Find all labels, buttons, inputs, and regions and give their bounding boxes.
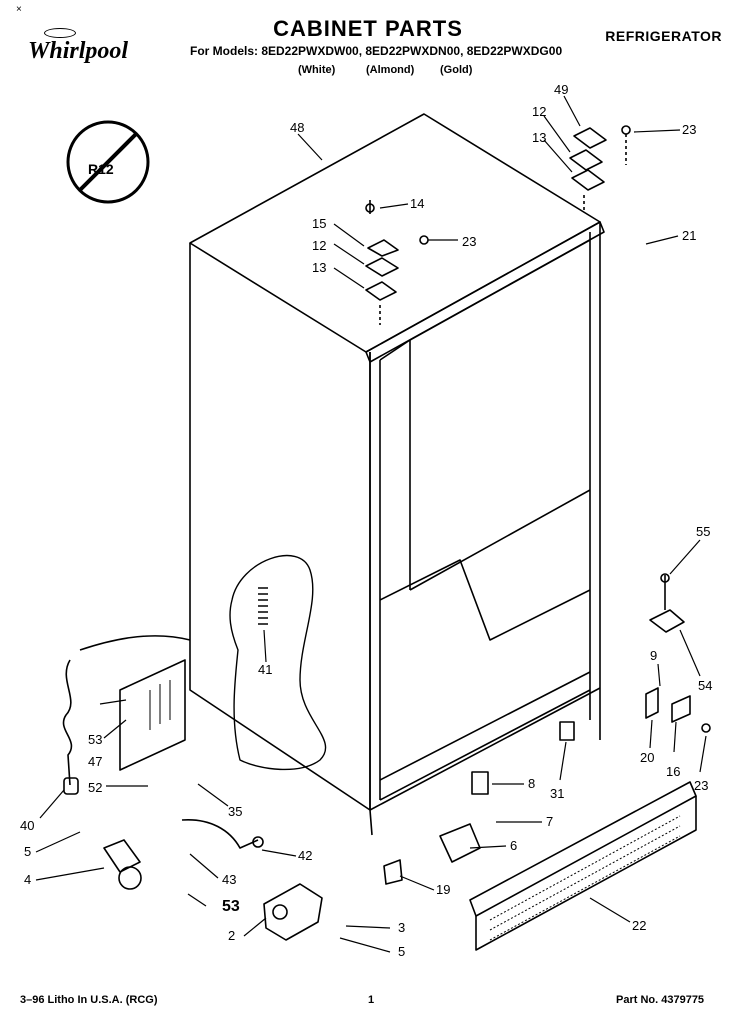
callout-12-left: 12 — [312, 238, 327, 253]
drain-tube-icon — [181, 819, 264, 849]
callout-23-top: 23 — [682, 122, 697, 137]
r12-text: R12 — [88, 161, 114, 177]
callout-47: 47 — [88, 754, 103, 769]
roller-bracket-icon — [263, 883, 323, 941]
callout-49: 49 — [554, 82, 569, 97]
model-list: For Models: 8ED22PWXDW00, 8ED22PWXDN00, … — [190, 44, 563, 58]
category-label: REFRIGERATOR — [605, 28, 722, 44]
r12-badge-icon — [66, 120, 150, 204]
corner-mark: × — [16, 4, 22, 15]
callout-48: 48 — [290, 120, 305, 135]
color-gold: (Gold) — [440, 64, 473, 76]
callout-13-right: 13 — [532, 130, 547, 145]
callout-5-left: 5 — [24, 844, 32, 859]
callout-35: 35 — [228, 804, 243, 819]
callout-19: 19 — [436, 882, 451, 897]
callout-41: 41 — [258, 662, 273, 677]
callout-9: 9 — [650, 648, 658, 663]
spring-icon — [258, 587, 268, 625]
callout-53-top: 53 — [88, 732, 103, 747]
callout-13-left: 13 — [312, 260, 327, 275]
litho-note: 3–96 Litho In U.S.A. (RCG) — [20, 994, 158, 1006]
callout-20: 20 — [640, 750, 655, 765]
callout-21: 21 — [682, 228, 697, 243]
callout-3: 3 — [398, 920, 406, 935]
page-number: 1 — [368, 994, 375, 1006]
callout-14: 14 — [410, 196, 425, 211]
electrical-box-icon — [119, 659, 186, 771]
callout-23-mid: 23 — [462, 234, 477, 249]
callout-16: 16 — [666, 764, 681, 779]
brand-emblem-icon — [44, 28, 76, 38]
callout-53-bottom: 53 — [222, 898, 240, 915]
callout-43: 43 — [222, 872, 237, 887]
hinge-bracket-icon — [645, 687, 711, 733]
callout-23-bottom: 23 — [694, 778, 709, 793]
callout-15: 15 — [312, 216, 327, 231]
callout-54: 54 — [698, 678, 713, 693]
top-hinge-left-icon — [365, 200, 429, 325]
color-white: (White) — [298, 64, 336, 76]
cabinet-shell — [189, 113, 605, 836]
roller-icon — [103, 839, 142, 890]
callout-31: 31 — [550, 786, 565, 801]
cabinet-parts-small-icon — [383, 721, 575, 885]
r12-label: R12 — [88, 161, 114, 177]
part-number: Part No. 4379775 — [616, 994, 705, 1006]
callout-6: 6 — [510, 838, 518, 853]
page-title: CABINET PARTS — [273, 16, 463, 41]
brand-logo: Whirlpool — [28, 38, 129, 64]
callout-22: 22 — [632, 918, 647, 933]
callout-8: 8 — [528, 776, 536, 791]
callout-42: 42 — [298, 848, 313, 863]
callout-40: 40 — [20, 818, 35, 833]
toe-grille-icon — [469, 781, 697, 951]
callout-4: 4 — [24, 872, 32, 887]
callout-52: 52 — [88, 780, 103, 795]
top-hinge-right-icon — [569, 125, 631, 212]
callout-55: 55 — [696, 524, 711, 539]
callout-5-right: 5 — [398, 944, 406, 959]
color-almond: (Almond) — [366, 64, 415, 76]
callout-12-right: 12 — [532, 104, 547, 119]
callout-7: 7 — [546, 814, 554, 829]
callout-2: 2 — [228, 928, 236, 943]
power-cord-icon — [62, 635, 191, 795]
clip-icon — [649, 573, 685, 633]
